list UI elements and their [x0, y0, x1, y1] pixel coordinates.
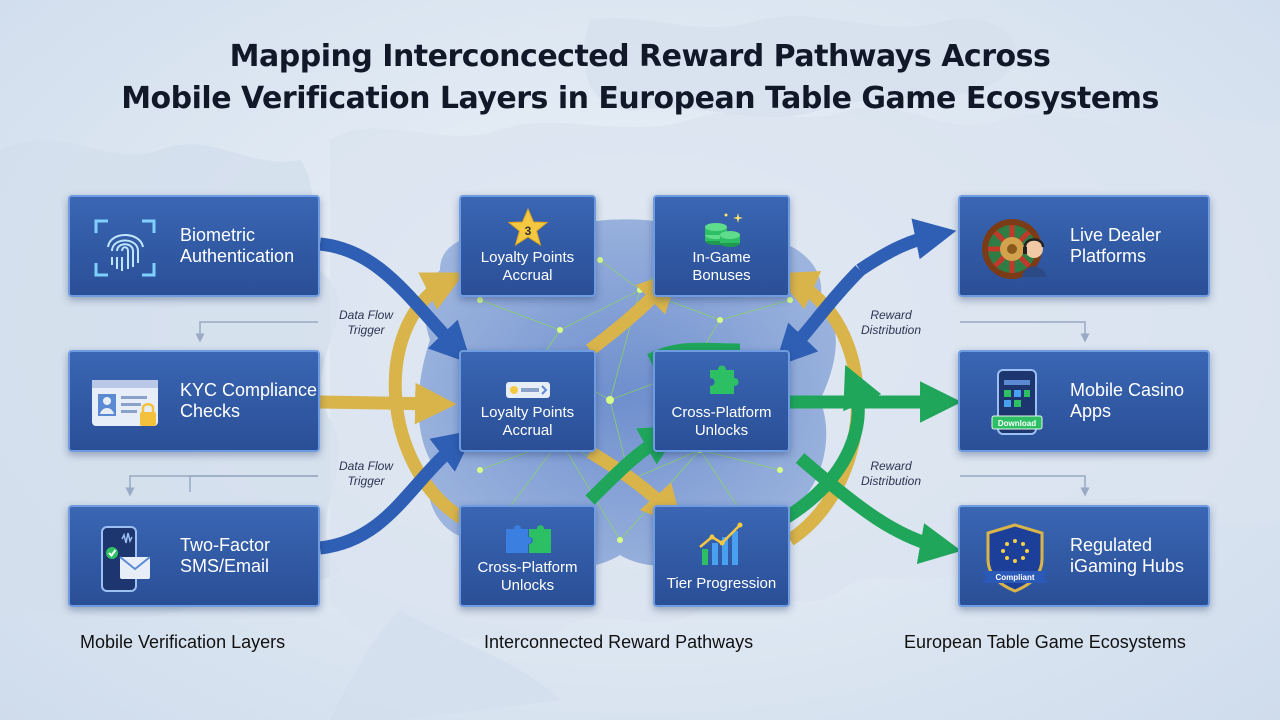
node-in-game-bonuses[interactable]: In-Game Bonuses	[653, 195, 790, 297]
blue-arrows	[319, 218, 957, 555]
star-badge-icon: 3	[507, 207, 548, 247]
node-label: Regulated iGaming Hubs	[1070, 535, 1185, 576]
download-badge: Download	[998, 419, 1036, 428]
node-label: Loyalty Points Accrual	[461, 404, 594, 440]
bar-chart-trend-icon	[698, 522, 742, 565]
flow-label-line-1: Reward	[870, 308, 912, 322]
eu-shield-icon: Compliant	[982, 523, 1048, 593]
flow-label-line-2: Distribution	[860, 474, 922, 488]
flow-label-right-bottom: Reward Distribution	[848, 459, 934, 489]
section-label-left: Mobile Verification Layers	[80, 632, 286, 652]
node-label: Two-Factor SMS/Email	[180, 535, 271, 576]
node-mobile-casino-apps[interactable]: Download Mobile Casino Apps	[958, 350, 1210, 452]
node-loyalty-points-top[interactable]: 3 Loyalty Points Accrual	[459, 195, 596, 297]
phone-message-icon	[101, 526, 151, 592]
puzzle-piece-icon	[709, 365, 738, 394]
node-label-line-1: Cross-Platform	[671, 404, 772, 421]
node-cross-platform-bottom[interactable]: Cross-Platform Unlocks	[459, 505, 596, 607]
title-line-1: Mapping Interconcected Reward Pathways A…	[229, 39, 1051, 74]
node-two-factor[interactable]: Two-Factor SMS/Email	[68, 505, 320, 607]
node-tier-progression[interactable]: Tier Progression	[653, 505, 790, 607]
flow-label-line-2: Trigger	[347, 323, 385, 337]
phone-app-icon: Download	[991, 369, 1043, 435]
node-label-line-1: Tier Progression	[666, 575, 777, 592]
title-line-2: Mobile Verification Layers in European T…	[121, 81, 1159, 116]
network-cloud	[418, 219, 836, 570]
roulette-dealer-icon	[982, 219, 1046, 279]
node-cross-platform-middle[interactable]: Cross-Platform Unlocks	[653, 350, 790, 452]
flow-label-line-2: Distribution	[860, 323, 922, 337]
diagram-title: Mapping Interconcected Reward Pathways A…	[0, 36, 1280, 120]
node-label-line-1: Loyalty Points	[480, 404, 575, 421]
flow-label-right-top: Reward Distribution	[848, 308, 934, 338]
node-biometric-authentication[interactable]: Biometric Authentication	[68, 195, 320, 297]
chip-stack-icon	[704, 213, 743, 247]
node-label: In-Game Bonuses	[655, 249, 788, 285]
node-kyc-compliance[interactable]: KYC Compliance Checks	[68, 350, 320, 452]
flow-label-line-1: Data Flow	[338, 459, 394, 473]
section-label-middle: Interconnected Reward Pathways	[484, 632, 754, 652]
node-label-line-2: Unlocks	[694, 422, 749, 439]
node-label: Live Dealer Platforms	[1070, 225, 1162, 266]
flow-label-line-1: Reward	[870, 459, 912, 473]
node-label: Cross-Platform Unlocks	[461, 559, 594, 595]
node-label: Cross-Platform Unlocks	[655, 404, 788, 440]
node-label-line-1: Loyalty Points	[480, 249, 575, 266]
node-label: Mobile Casino Apps	[1070, 380, 1185, 421]
node-label-line-2: Bonuses	[692, 267, 751, 284]
node-label-line-2: Unlocks	[500, 577, 555, 594]
section-label-right: European Table Game Ecosystems	[904, 632, 1186, 652]
compliant-badge: Compliant	[995, 573, 1034, 582]
puzzle-pieces-icon	[505, 525, 551, 553]
fingerprint-icon	[94, 219, 156, 277]
node-label: Tier Progression	[655, 575, 788, 593]
id-card-lock-icon	[92, 380, 158, 426]
points-card-icon	[505, 382, 550, 398]
node-label: KYC Compliance Checks	[180, 380, 318, 421]
node-label: Biometric Authentication	[180, 225, 295, 266]
node-live-dealer[interactable]: Live Dealer Platforms	[958, 195, 1210, 297]
flow-label-left-top: Data Flow Trigger	[326, 308, 406, 338]
node-label-line-1: Cross-Platform	[477, 559, 578, 576]
star-badge-number: 3	[524, 224, 531, 238]
node-label: Loyalty Points Accrual	[461, 249, 594, 285]
node-label-line-2: Accrual	[502, 267, 553, 284]
flow-label-line-1: Data Flow	[338, 308, 394, 322]
flow-label-line-2: Trigger	[347, 474, 385, 488]
node-label-line-2: Accrual	[502, 422, 553, 439]
feeder-lines	[125, 321, 1090, 497]
node-loyalty-points-middle[interactable]: Loyalty Points Accrual	[459, 350, 596, 452]
flow-label-left-bottom: Data Flow Trigger	[326, 459, 406, 489]
node-regulated-igaming-hubs[interactable]: Compliant Regulated iGaming Hubs	[958, 505, 1210, 607]
node-label-line-1: In-Game	[692, 249, 751, 266]
